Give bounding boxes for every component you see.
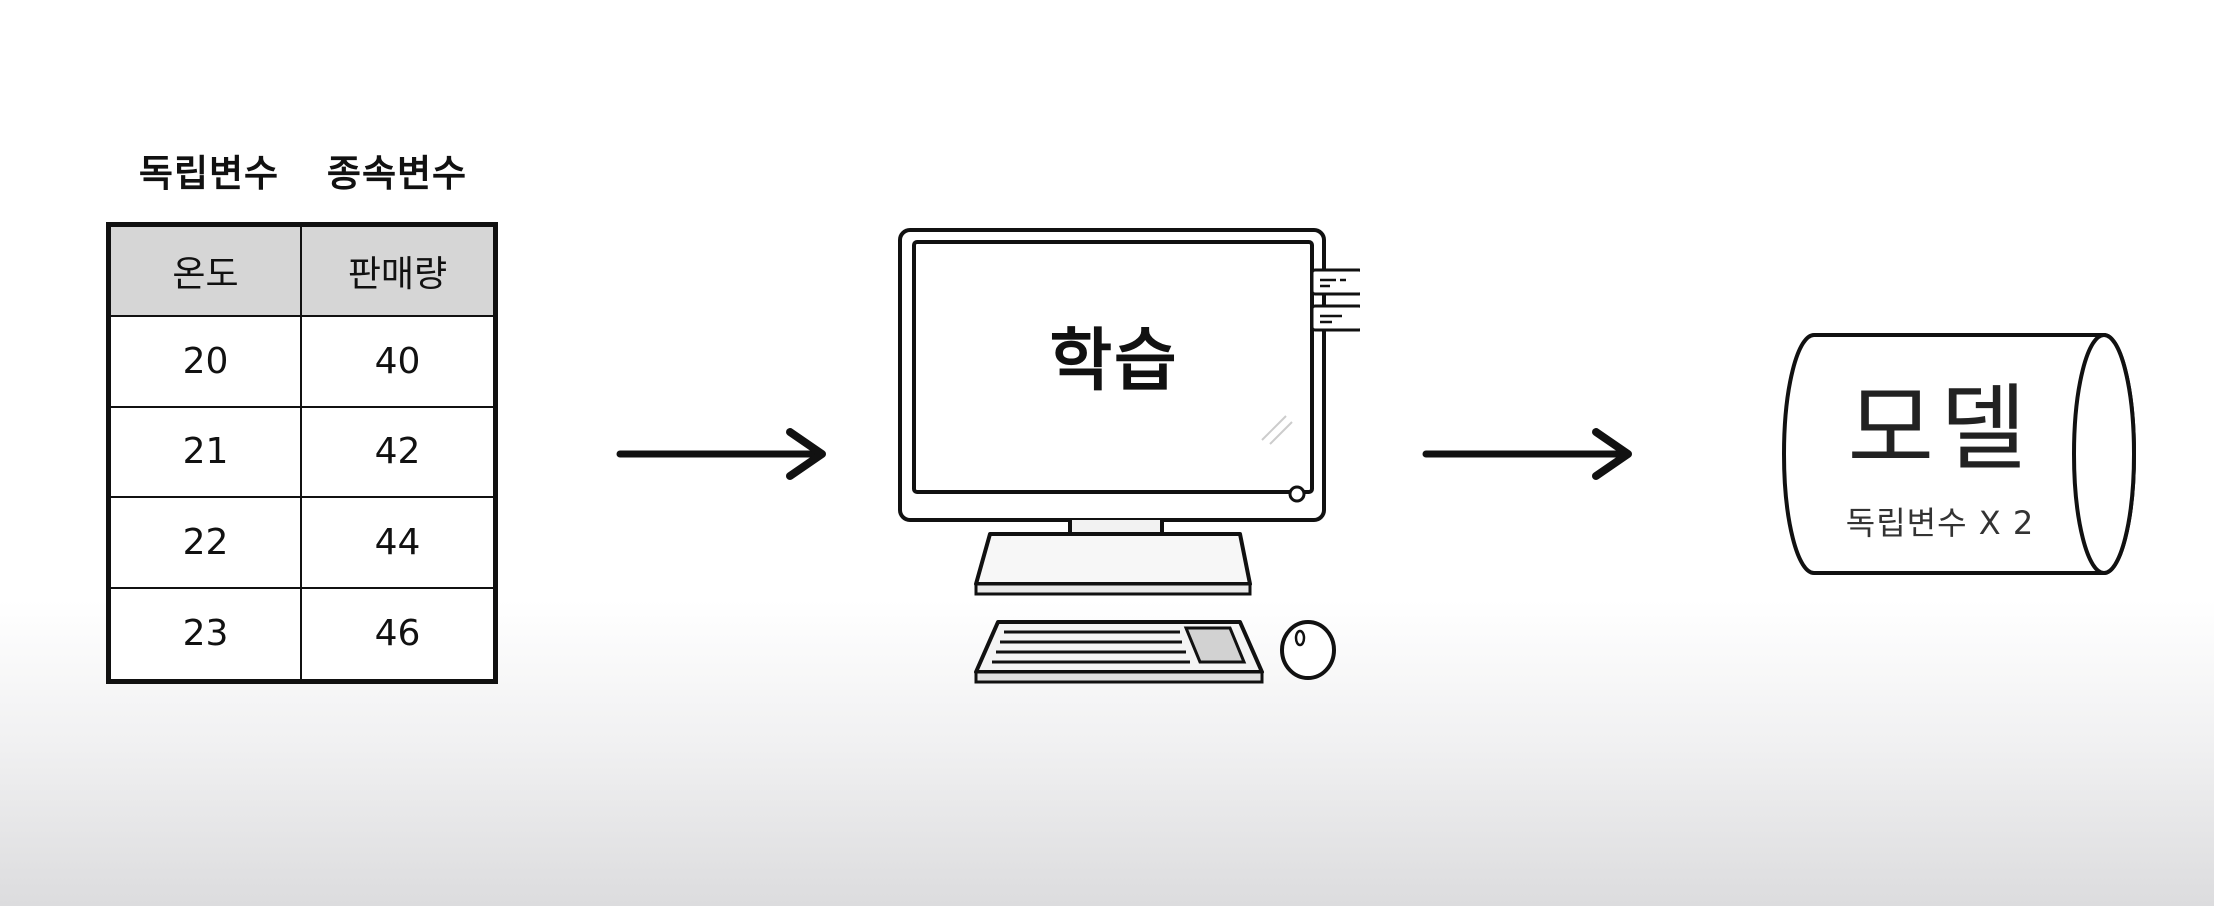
table-cell-sales: 46 [374,613,421,655]
table-cell-temperature: 21 [111,407,302,499]
data-table: 온도 판매량 20 40 21 42 22 44 23 46 [106,222,498,684]
monitor-base [974,532,1252,586]
sticky-note-icon [1310,304,1360,332]
screen-label: 학습 [1049,322,1179,401]
table-cell-sales: 44 [302,498,493,589]
sticky-note-icon [1310,268,1360,296]
independent-variable-header: 독립변수 [138,152,280,195]
table-header-sales: 판매량 [302,227,493,318]
table-cell-sales: 40 [302,317,493,408]
mouse-icon [1280,620,1336,680]
model-formula: 독립변수 X 2 [1845,504,2035,542]
table-cell-sales: 42 [302,408,493,499]
model-title: 모델 [1847,375,2033,484]
table-header-temperature: 온도 [111,227,302,318]
power-button-icon [1288,485,1306,503]
monitor-screen [912,240,1314,494]
dependent-variable-header: 종속변수 [326,152,468,195]
table-cell-temperature: 23 [111,588,302,679]
keyboard-icon [974,620,1264,684]
arrow-right-icon [616,428,826,480]
table-cell-temperature: 22 [111,498,302,589]
computer-illustration [898,228,1360,684]
table-cell-temperature: 20 [111,317,302,408]
arrow-right-icon [1422,428,1632,480]
model-cylinder-icon [1782,333,2136,575]
